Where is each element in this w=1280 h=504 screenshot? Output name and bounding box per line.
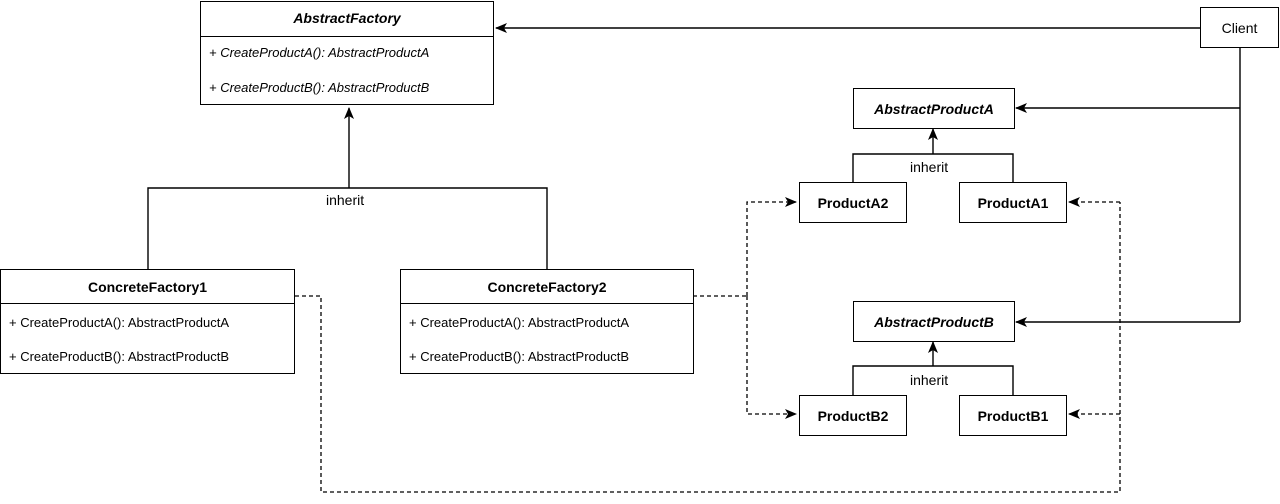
abstract-product-a-node[interactable]: AbstractProductA — [853, 88, 1015, 129]
products-a-inherit-label: inherit — [908, 159, 951, 175]
concrete-factory-1-method-b: + CreateProductB(): AbstractProductB — [9, 349, 230, 364]
factories-inherit-label: inherit — [324, 192, 367, 208]
abstract-factory-divider — [201, 36, 493, 37]
product-a2-node[interactable]: ProductA2 — [799, 182, 907, 223]
concrete-factory-1-divider — [1, 303, 294, 304]
concrete-factory-1-title: ConcreteFactory1 — [87, 279, 208, 295]
client-node[interactable]: Client — [1200, 7, 1279, 48]
factory-inherit-edge — [147, 187, 548, 270]
abstract-product-b-node[interactable]: AbstractProductB — [853, 301, 1015, 342]
products-b-inherit-label: inherit — [908, 372, 951, 388]
product-b1-node[interactable]: ProductB1 — [959, 395, 1067, 436]
concrete-factory-1-class[interactable]: ConcreteFactory1 + CreateProductA(): Abs… — [0, 269, 295, 374]
cf2-to-product-b2-edge — [746, 296, 797, 419]
concrete-factory-2-method-b: + CreateProductB(): AbstractProductB — [409, 349, 630, 364]
abstract-factory-title: AbstractFactory — [293, 10, 401, 26]
abstract-factory-method-b: + CreateProductB(): AbstractProductB — [209, 80, 430, 95]
abstract-factory-method-a: + CreateProductA(): AbstractProductA — [209, 45, 430, 60]
concrete-factory-2-method-a: + CreateProductA(): AbstractProductA — [409, 315, 630, 330]
concrete-factory-2-class[interactable]: ConcreteFactory2 + CreateProductA(): Abs… — [400, 269, 694, 374]
concrete-factory-2-title: ConcreteFactory2 — [487, 279, 607, 295]
cf1-dependency-edge — [295, 202, 1121, 493]
product-a1-node[interactable]: ProductA1 — [959, 182, 1067, 223]
abstract-factory-class[interactable]: AbstractFactory + CreateProductA(): Abst… — [200, 1, 494, 105]
concrete-factory-1-method-a: + CreateProductA(): AbstractProductA — [9, 315, 230, 330]
product-b2-node[interactable]: ProductB2 — [799, 395, 907, 436]
concrete-factory-2-divider — [401, 303, 693, 304]
cf2-to-product-a2-edge — [746, 197, 797, 296]
